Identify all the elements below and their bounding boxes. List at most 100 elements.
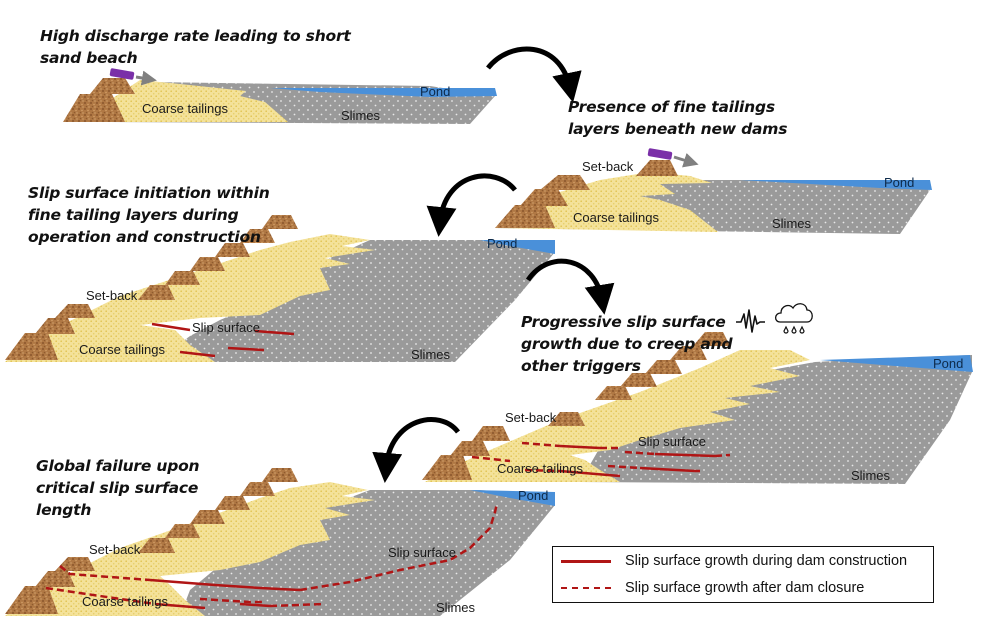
rain-cloud-icon	[774, 303, 813, 334]
slip-line-solid	[151, 322, 191, 332]
label-slimes: Slimes	[436, 600, 476, 615]
slimes-body	[580, 355, 972, 484]
slip-line-dashed	[199, 597, 265, 604]
slip-surface-segments	[45, 502, 499, 610]
slip-line-solid	[639, 466, 696, 473]
label-coarse-tailings: Coarse tailings	[79, 342, 165, 357]
stage-5-cross-section: Set-back Slip surface Coarse tailings Sl…	[5, 468, 555, 616]
stage-2-title: Presence of fine tailings layers beneath…	[568, 98, 788, 138]
label-pond: Pond	[420, 84, 450, 99]
slip-surface-segments	[471, 441, 731, 478]
dam	[5, 333, 58, 360]
slip-line-dashed	[269, 602, 326, 608]
stage-1-title: High discharge rate leading to short san…	[40, 27, 351, 67]
process-arrow-icon	[426, 173, 517, 237]
slip-line-solid	[227, 346, 265, 352]
label-slip-surface: Slip surface	[638, 434, 706, 449]
dam	[5, 586, 58, 614]
dam	[55, 304, 95, 318]
dam	[240, 482, 275, 496]
slip-line-solid	[254, 329, 295, 336]
dam	[215, 496, 250, 510]
process-arrow-icon	[372, 417, 460, 483]
dam	[422, 455, 472, 480]
dam	[620, 373, 657, 387]
coarse-tailings-beach	[110, 80, 288, 122]
process-arrow-icon	[486, 46, 582, 103]
legend: Slip surface growth during dam construct…	[552, 546, 934, 603]
slip-line-solid	[179, 350, 216, 358]
dam	[55, 557, 95, 571]
slip-line-solid	[239, 602, 271, 608]
dam	[63, 94, 125, 122]
label-coarse-tailings: Coarse tailings	[142, 101, 228, 116]
slip-line-dashed	[471, 455, 511, 463]
label-pond: Pond	[933, 356, 963, 371]
dam	[645, 360, 682, 374]
stage-3-title: Slip surface initiation within fine tail…	[28, 184, 270, 246]
label-slimes: Slimes	[341, 108, 381, 123]
coarse-tailings	[425, 350, 810, 482]
legend-swatch-solid	[561, 559, 611, 563]
slip-line-dashed	[624, 450, 656, 456]
dam	[495, 205, 555, 228]
dam	[595, 386, 632, 400]
stage-4-title: Progressive slip surface growth due to c…	[521, 313, 733, 375]
legend-label: Slip surface growth after dam closure	[625, 580, 865, 596]
label-slimes: Slimes	[411, 347, 451, 362]
dam	[90, 78, 135, 94]
dam-staircase	[5, 215, 298, 360]
slip-line-dashed	[607, 464, 641, 470]
dam	[540, 175, 590, 190]
label-set-back: Set-back	[505, 410, 557, 425]
label-set-back: Set-back	[582, 159, 634, 174]
slip-line-dashed	[521, 441, 561, 448]
label-slimes: Slimes	[851, 468, 891, 483]
dam-staircase	[422, 332, 730, 480]
legend-item-dashed: Slip surface growth after dam closure	[561, 578, 864, 598]
legend-item-solid: Slip surface growth during dam construct…	[561, 551, 907, 571]
label-slip-surface: Slip surface	[388, 545, 456, 560]
dam	[636, 160, 678, 176]
dam	[472, 426, 510, 441]
coarse-tailings	[5, 234, 375, 362]
dam	[215, 243, 250, 257]
slip-line-solid	[154, 602, 206, 610]
coarse-tailings	[495, 172, 718, 232]
dam	[262, 215, 298, 229]
label-set-back: Set-back	[89, 542, 141, 557]
pond	[480, 240, 555, 254]
discharge-spigot-icon	[647, 148, 699, 168]
slip-line-dashed	[59, 565, 151, 582]
label-slimes: Slimes	[772, 216, 812, 231]
label-pond: Pond	[884, 175, 914, 190]
label-set-back: Set-back	[86, 288, 138, 303]
slip-line-dashed	[714, 453, 731, 458]
coarse-tailings	[5, 482, 375, 616]
slip-line-solid	[559, 469, 621, 478]
dam	[138, 538, 175, 553]
dam	[693, 332, 730, 346]
stage-5-title: Global failure upon critical slip surfac…	[36, 457, 200, 519]
dam	[190, 257, 225, 271]
label-pond: Pond	[487, 236, 517, 251]
dam	[548, 412, 585, 426]
pond	[470, 490, 555, 506]
dam-staircase	[5, 468, 298, 614]
slimes-body	[180, 490, 555, 616]
discharge-spigot-icon	[109, 68, 157, 86]
pond	[820, 355, 973, 372]
legend-swatch-dashed	[561, 587, 611, 589]
dam	[262, 468, 298, 482]
label-pond: Pond	[518, 488, 548, 503]
dam	[165, 271, 200, 285]
dam	[190, 510, 225, 524]
process-arrow-icon	[525, 258, 615, 315]
stage-2-cross-section: Set-back Coarse tailings Slimes Pond	[495, 148, 932, 234]
dam	[35, 318, 75, 334]
stage-3-cross-section: Set-back Slip surface Coarse tailings Sl…	[5, 215, 555, 362]
slip-line-dashed	[299, 502, 499, 592]
dam	[165, 524, 200, 538]
dam	[35, 571, 75, 587]
